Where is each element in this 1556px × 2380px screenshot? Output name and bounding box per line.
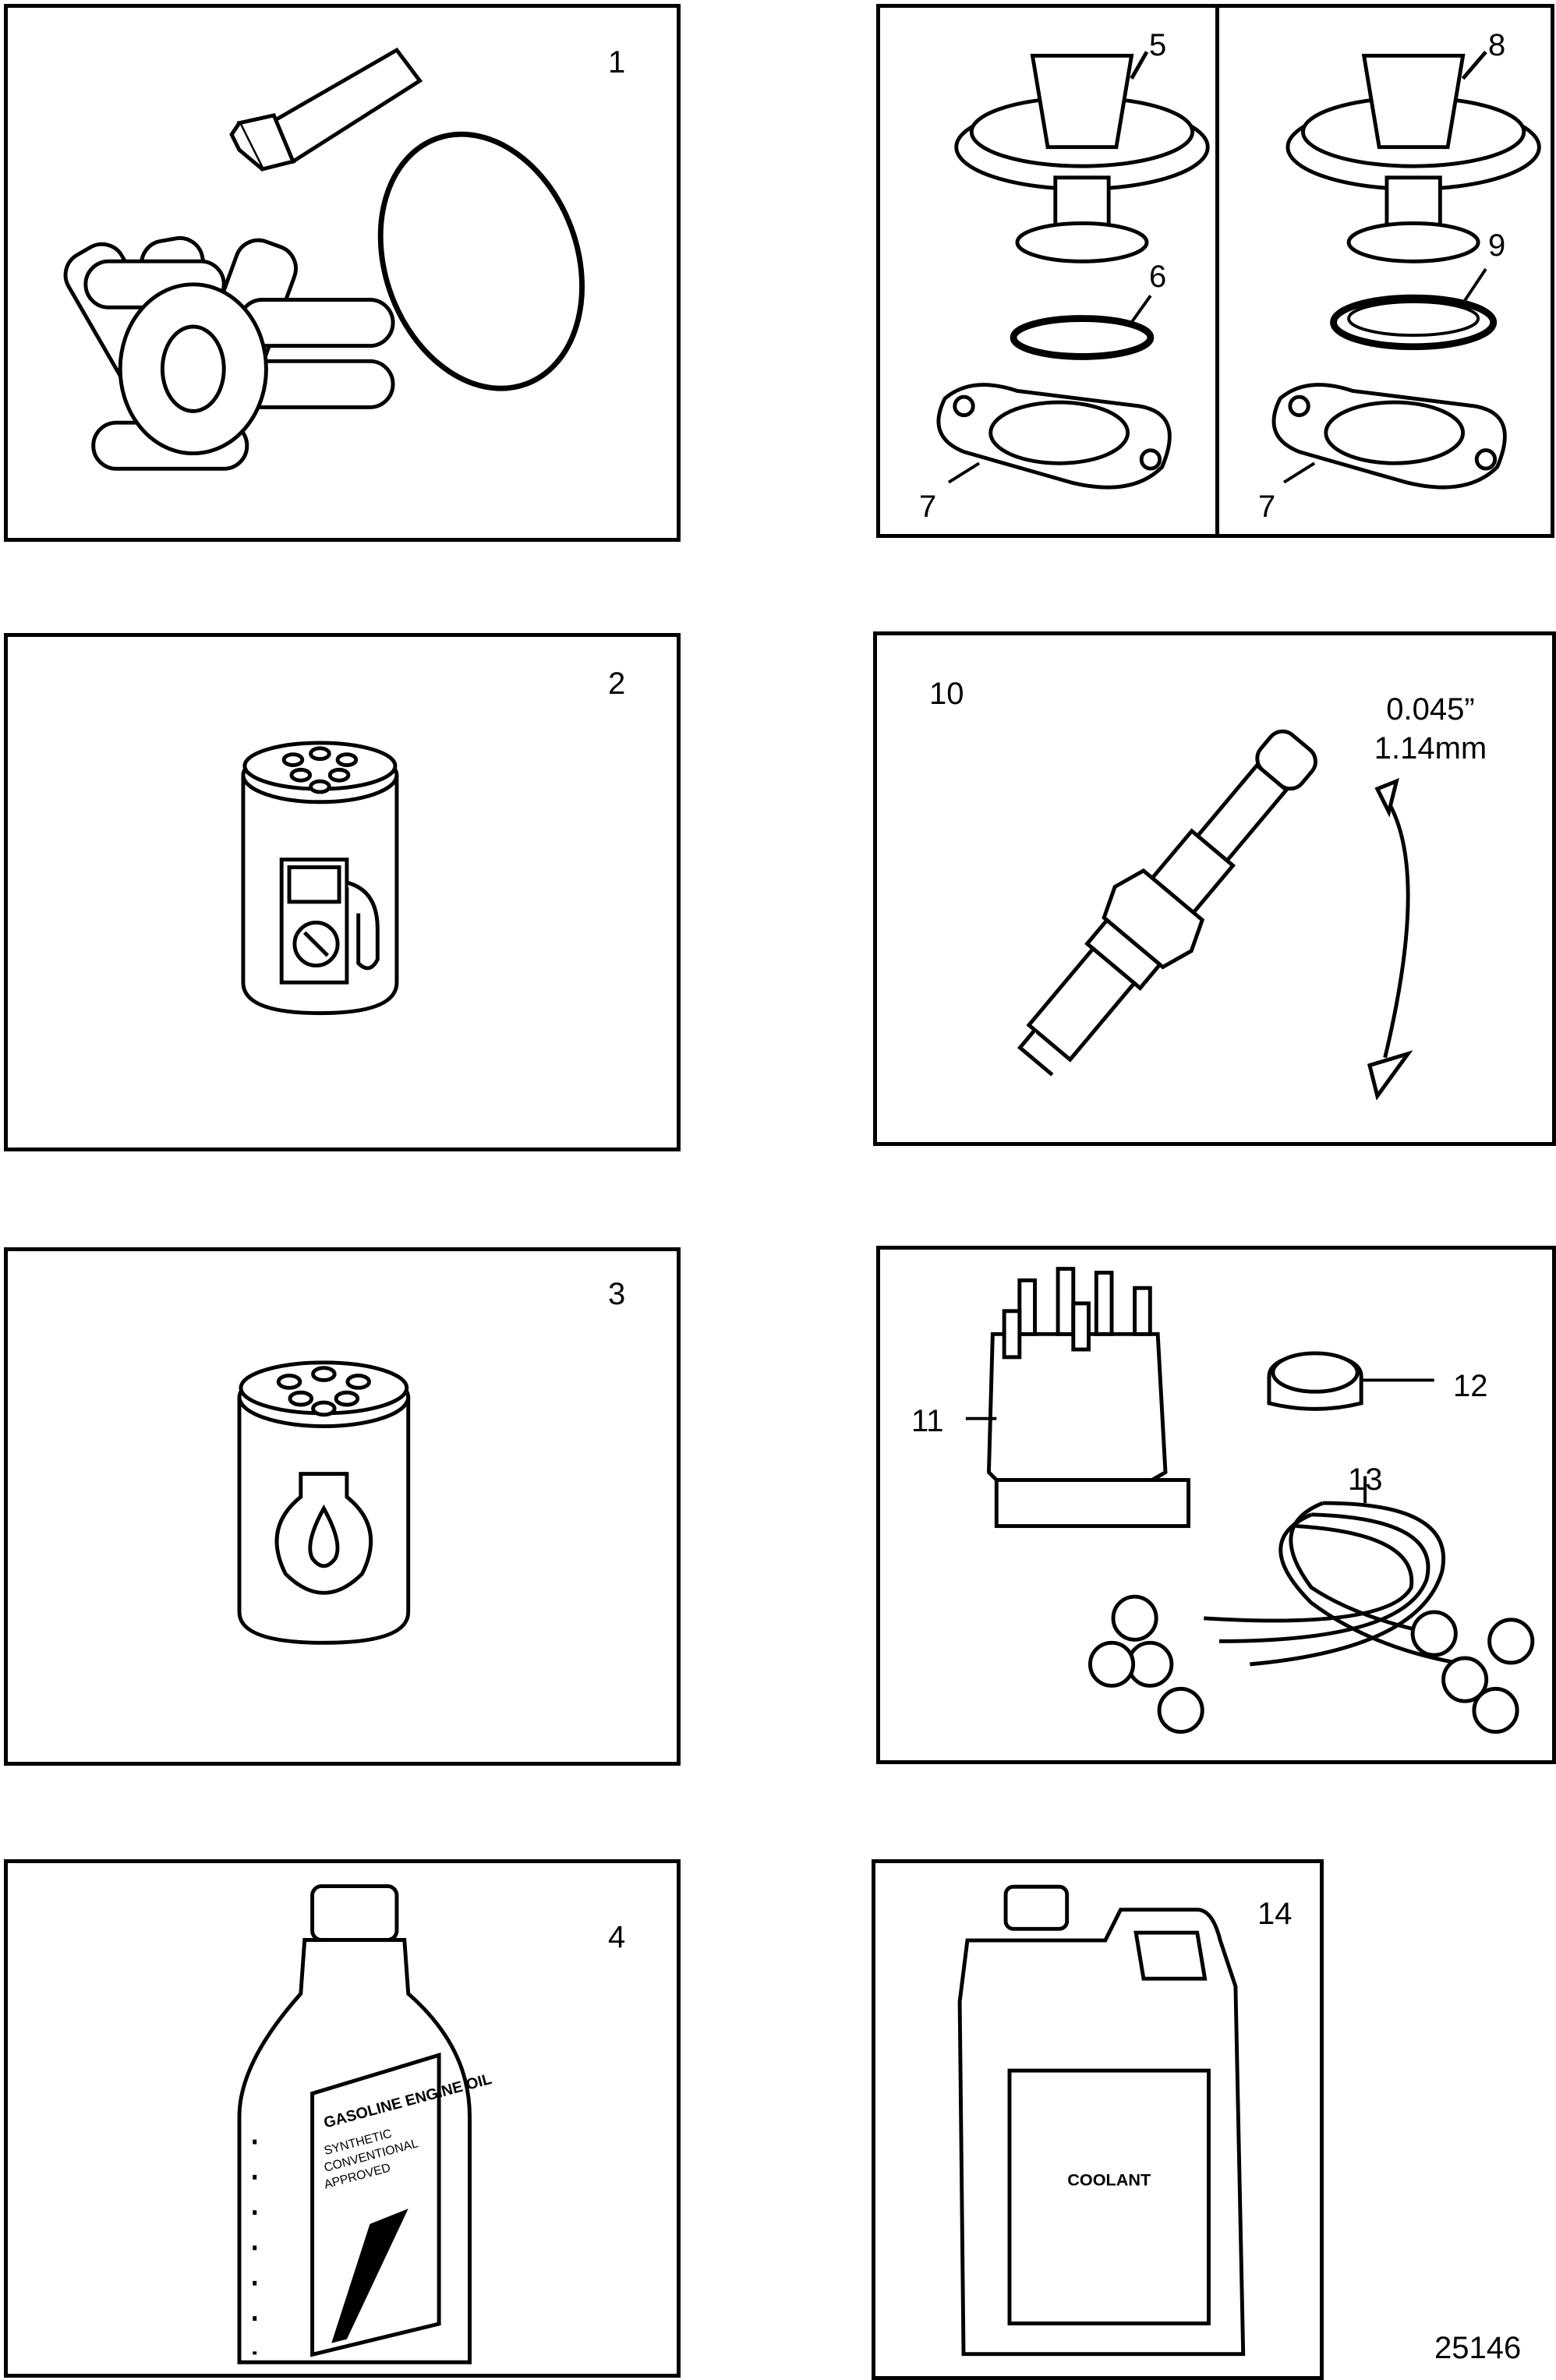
thermostat-right-art xyxy=(1271,51,1541,490)
panel-oil-bottle: 4 GASOLINE ENGINE OIL SYNTHETIC CONVENTI… xyxy=(4,1859,681,2378)
gasket-icon xyxy=(936,383,1172,490)
panel-spark-plug: 10 0.045” 1.14mm xyxy=(873,631,1556,1146)
panel-impeller-kit: 1 xyxy=(4,4,681,542)
thermostat-icon xyxy=(1285,51,1541,263)
fuel-filter-icon xyxy=(241,741,399,1016)
distributor-cap-icon xyxy=(965,1267,1191,1529)
impeller-icon xyxy=(63,235,395,471)
o-ring-icon xyxy=(1010,295,1155,360)
grease-tube-icon xyxy=(229,47,423,172)
spark-plug-icon xyxy=(1017,729,1317,1077)
item-number-10: 10 xyxy=(929,677,964,711)
item-number-5: 5 xyxy=(1149,28,1167,62)
oil-filter-icon xyxy=(237,1360,411,1645)
item-number-14: 14 xyxy=(1257,1897,1293,1931)
coolant-art: COOLANT xyxy=(957,1884,1246,2357)
ignition-parts-art xyxy=(965,1267,1535,1735)
rotor-icon xyxy=(1267,1351,1434,1411)
o-ring-icon xyxy=(377,131,585,391)
item-number-6: 6 xyxy=(1149,260,1167,294)
figure-id: 25146 xyxy=(1434,2331,1522,2365)
item-number-1: 1 xyxy=(608,45,626,80)
panel-fuel-filter: 2 xyxy=(4,633,681,1151)
seal-ring-icon xyxy=(1330,267,1498,351)
item-number-7a: 7 xyxy=(919,490,937,524)
item-number-4: 4 xyxy=(608,1920,626,1954)
gap-inch: 0.045” xyxy=(1386,692,1475,727)
gasket-icon xyxy=(1271,383,1507,490)
spark-plug-wires-icon xyxy=(1088,1476,1535,1735)
thermostat-icon xyxy=(954,51,1210,263)
item-number-9: 9 xyxy=(1488,228,1506,263)
oil-bottle-art: GASOLINE ENGINE OIL SYNTHETIC CONVENTION… xyxy=(237,1884,493,2364)
panel-coolant: 14 COOLANT xyxy=(872,1859,1324,2380)
gap-arrow xyxy=(1383,795,1410,1059)
panel-thermostat-right: 8 9 7 xyxy=(1215,4,1554,538)
item-number-3: 3 xyxy=(608,1277,626,1311)
panel-oil-filter: 3 xyxy=(4,1247,681,1766)
oil-bottle-icon xyxy=(237,1884,472,2364)
impeller-kit-art xyxy=(63,47,585,471)
item-number-8: 8 xyxy=(1488,28,1506,62)
coolant-label-text: COOLANT xyxy=(1067,2170,1151,2190)
gap-mm: 1.14mm xyxy=(1374,731,1487,766)
item-number-2: 2 xyxy=(608,667,626,701)
panel-thermostat-left: 5 6 7 xyxy=(876,4,1219,538)
item-number-7b: 7 xyxy=(1258,490,1276,524)
item-number-11: 11 xyxy=(911,1404,944,1438)
gap-spec: 0.045” 1.14mm xyxy=(1353,690,1508,768)
spark-plug-art xyxy=(1017,729,1413,1101)
item-number-12: 12 xyxy=(1453,1369,1488,1403)
thermostat-left-art xyxy=(936,51,1210,490)
panel-ignition-parts: 11 12 13 xyxy=(876,1246,1556,1764)
coolant-jug-icon xyxy=(957,1884,1246,2357)
fuel-filter-art xyxy=(241,741,399,1016)
oil-filter-art xyxy=(237,1360,411,1645)
